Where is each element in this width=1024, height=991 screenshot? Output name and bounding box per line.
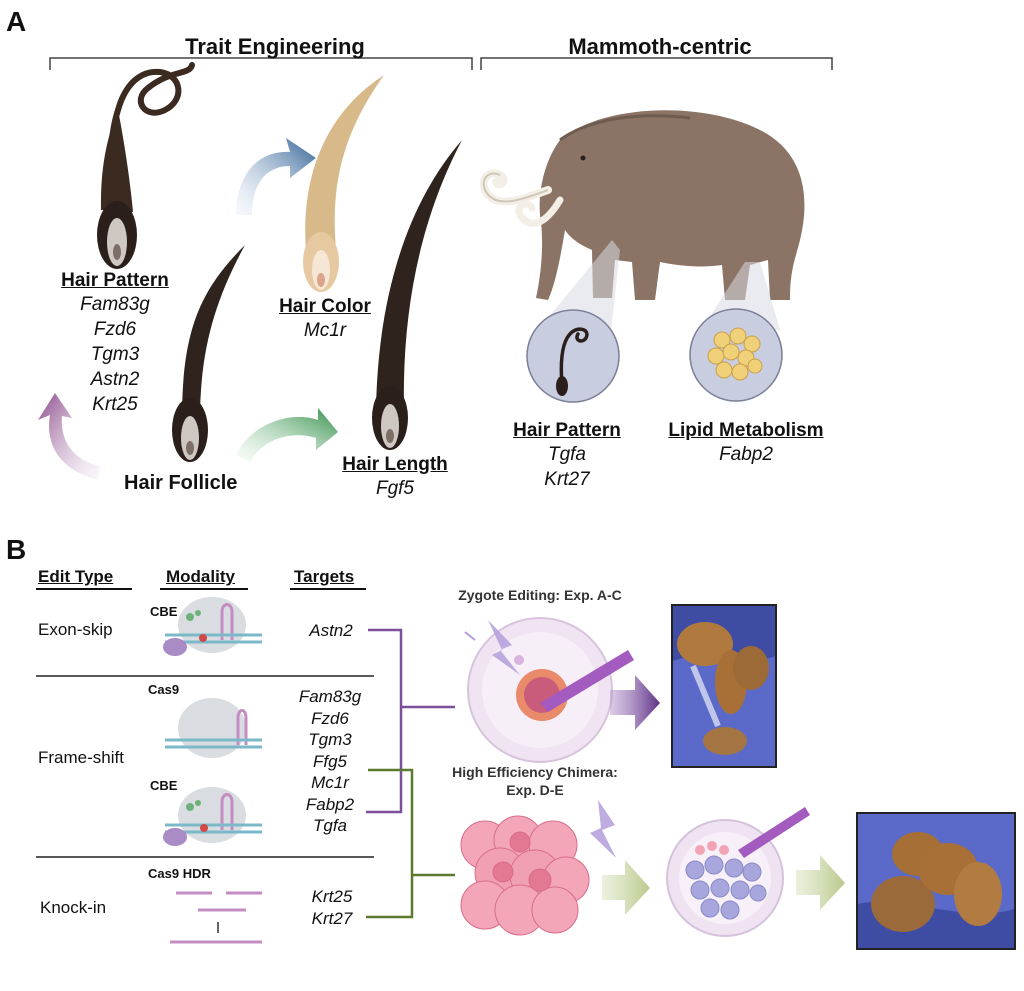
gene: Krt25 <box>92 394 138 415</box>
hair-color-block: Hair Color Mc1r <box>255 296 395 343</box>
gene: Tgfa <box>547 444 587 465</box>
gene: Fabp2 <box>719 444 773 465</box>
gene: Fzd6 <box>93 319 137 340</box>
hair-follicle-label: Hair Follicle <box>124 472 238 494</box>
hair-length-title: Hair Length <box>342 454 448 475</box>
zygote-mice-drawing <box>673 606 775 766</box>
hair-follicle-illustration <box>172 245 245 462</box>
target-gene: Astn2 <box>309 621 353 640</box>
gene: Krt27 <box>544 469 590 490</box>
hair-length-block: Hair Length Fgf5 <box>325 454 465 501</box>
hair-color-title: Hair Color <box>279 296 371 317</box>
trait-engineering-bracket <box>49 57 473 70</box>
chimera-bolt <box>590 800 616 858</box>
hair-length-genes: Fgf5 <box>325 476 465 501</box>
gene: Astn2 <box>90 369 140 390</box>
cbe-icon-1 <box>163 597 262 656</box>
chimera-mice-photo <box>856 812 1016 950</box>
target-gene: Fabp2 <box>305 794 355 814</box>
green-arrow <box>236 408 338 462</box>
morula-to-blastocyst-arrow <box>602 860 650 915</box>
gene: Fgf5 <box>375 478 415 499</box>
target-gene: Ffg5 <box>312 751 348 771</box>
mammoth-centric-title: Mammoth-centric <box>568 34 752 59</box>
gene: Tgm3 <box>90 344 140 365</box>
chimera-connector-lines <box>366 768 455 919</box>
targets-exon-skip: Astn2 <box>296 620 366 642</box>
tool-label-cas9: Cas9 <box>148 682 180 697</box>
hair-pattern-title: Hair Pattern <box>61 270 169 291</box>
tool-label-cbe: CBE <box>150 604 178 619</box>
blastocyst-to-pup-arrow <box>796 855 845 910</box>
target-gene: Tgm3 <box>308 730 352 749</box>
long-hair-illustration <box>372 140 462 450</box>
tool-label-cas9-hdr: Cas9 HDR <box>148 866 211 881</box>
hair-pattern-genes: Fam83g Fzd6 Tgm3 Astn2 Krt25 <box>40 292 190 417</box>
target-gene: Krt25 <box>311 887 353 906</box>
panel-a-letter: A <box>6 6 27 37</box>
blastocyst-illustration <box>666 807 810 937</box>
lipid-metabolism-title: Lipid Metabolism <box>668 420 824 441</box>
curly-hair-illustration <box>97 62 195 269</box>
hair-color-genes: Mc1r <box>255 318 395 343</box>
lipid-metabolism-block: Lipid Metabolism Fabp2 <box>650 420 842 467</box>
mammoth-hair-pattern-genes: Tgfa Krt27 <box>497 442 637 492</box>
zygote-connector-lines <box>366 628 455 814</box>
lipid-metabolism-genes: Fabp2 <box>650 442 842 467</box>
cas9-hdr-icon <box>170 891 262 944</box>
targets-knock-in: Krt25 Krt27 <box>294 886 370 929</box>
mammoth-hair-pattern-title: Hair Pattern <box>513 420 621 441</box>
zygote-to-pup-arrow <box>610 675 660 730</box>
blond-hair-illustration <box>303 75 384 292</box>
target-gene: Mc1r <box>311 773 349 792</box>
edit-type-frame-shift: Frame-shift <box>38 748 124 767</box>
lipid-inset <box>689 308 783 402</box>
zygote-mice-photo <box>671 604 777 768</box>
zygote-editing-title: Zygote Editing: Exp. A-C <box>458 587 622 603</box>
targets-frame-shift: Fam83g Fzd6 Tgm3 Ffg5 Mc1r Fabp2 Tgfa <box>290 686 370 837</box>
target-gene: Fam83g <box>298 687 362 706</box>
target-gene: Tgfa <box>312 816 348 835</box>
chimera-mice-drawing <box>858 814 1014 948</box>
cas9-icon <box>165 698 262 758</box>
gene: Fam83g <box>80 294 150 315</box>
edit-type-exon-skip: Exon-skip <box>38 620 113 639</box>
modality-header: Modality <box>166 567 235 586</box>
tool-label-cbe-2: CBE <box>150 778 178 793</box>
target-gene: Krt27 <box>311 908 353 928</box>
panel-b-letter: B <box>6 534 27 565</box>
mammoth-centric-bracket <box>480 57 833 70</box>
edit-type-header: Edit Type <box>38 567 114 586</box>
hair-pattern-block: Hair Pattern Fam83g Fzd6 Tgm3 Astn2 Krt2… <box>40 270 190 417</box>
purple-arrow <box>38 393 100 480</box>
targets-header: Targets <box>294 567 355 586</box>
edit-type-knock-in: Knock-in <box>40 898 107 917</box>
zygote-illustration <box>464 617 634 763</box>
chimera-title-line2: Exp. D-E <box>506 782 564 798</box>
mammoth-hair-pattern-block: Hair Pattern Tgfa Krt27 <box>497 420 637 492</box>
chimera-title-line1: High Efficiency Chimera: <box>452 764 618 780</box>
cbe-icon-2 <box>163 787 262 846</box>
morula-illustration <box>460 815 590 936</box>
gene: Mc1r <box>303 320 347 341</box>
target-gene: Fzd6 <box>311 708 349 728</box>
mammoth-hair-inset <box>526 309 620 403</box>
trait-engineering-title: Trait Engineering <box>185 34 365 59</box>
blue-arrow <box>236 138 316 215</box>
